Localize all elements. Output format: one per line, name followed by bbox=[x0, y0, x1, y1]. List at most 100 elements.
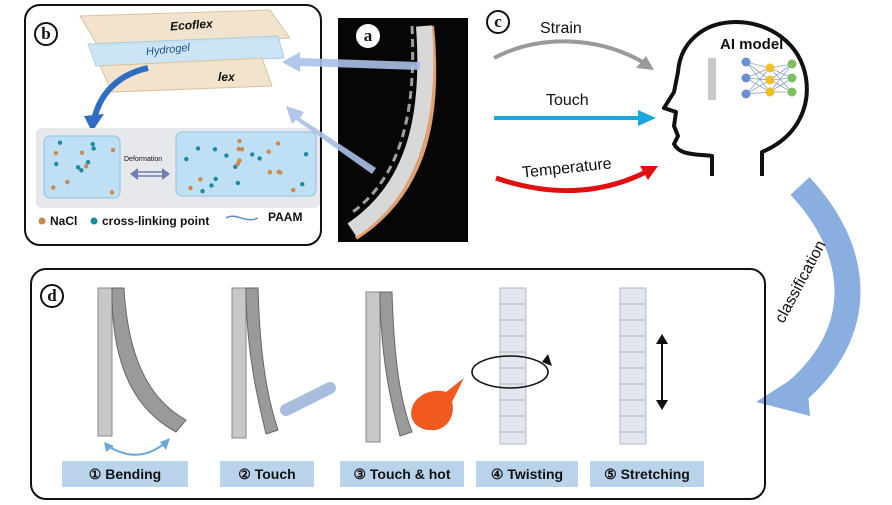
panel-b-label: b bbox=[34, 22, 58, 46]
nn-node bbox=[741, 89, 751, 99]
network-dot bbox=[213, 176, 218, 182]
network-dot bbox=[237, 158, 242, 163]
network-dot bbox=[195, 146, 201, 151]
ecoflex-top-layer bbox=[79, 9, 291, 47]
nn-node bbox=[765, 75, 775, 85]
photo-to-b-arrow-top bbox=[282, 52, 420, 72]
panel-d-label: d bbox=[40, 284, 64, 308]
hydrogel-layer bbox=[87, 35, 285, 67]
network-dot bbox=[303, 152, 309, 157]
state-tag-touch-hot: ③ Touch & hot bbox=[340, 461, 464, 487]
network-dots bbox=[51, 138, 309, 195]
zoom-arrow-head bbox=[84, 114, 104, 132]
state-tag-twisting: ④ Twisting bbox=[476, 461, 578, 487]
network-dot bbox=[236, 146, 241, 152]
network-dot bbox=[250, 152, 255, 157]
state-tag-bending: ① Bending bbox=[62, 461, 188, 487]
network-dot bbox=[54, 161, 59, 167]
touch-device bbox=[231, 287, 336, 439]
bending-device bbox=[97, 287, 187, 456]
panel-a-label: a bbox=[356, 24, 380, 48]
nn-node bbox=[741, 73, 751, 83]
network-dot bbox=[198, 177, 203, 182]
paam-legend-line bbox=[225, 215, 259, 221]
network-dot bbox=[233, 164, 238, 169]
network-dot bbox=[209, 183, 214, 188]
network-dot bbox=[291, 188, 296, 193]
nn-input-block bbox=[708, 58, 716, 100]
legend-nacl-label: NaCl bbox=[50, 214, 78, 228]
network-dot bbox=[110, 148, 116, 153]
network-dot bbox=[257, 156, 262, 161]
head-silhouette bbox=[662, 20, 809, 176]
panel-c-label: c bbox=[486, 10, 510, 34]
network-dot bbox=[51, 185, 56, 190]
network-dot bbox=[267, 170, 273, 175]
device-strip-body bbox=[347, 25, 434, 237]
network-dot bbox=[79, 150, 85, 155]
device-strip-outer bbox=[354, 25, 437, 240]
layer-label-bottom: lex bbox=[218, 70, 235, 84]
strain-arrow bbox=[493, 39, 648, 66]
network-dot bbox=[53, 151, 59, 156]
network-dot bbox=[83, 164, 89, 169]
legend-paam-label: PAAM bbox=[268, 210, 303, 224]
network-dot bbox=[79, 168, 84, 173]
crosslink-legend-dot bbox=[90, 217, 98, 225]
touch-label: Touch bbox=[546, 92, 589, 109]
nn-node bbox=[765, 87, 775, 97]
classification-arrow-head bbox=[756, 370, 810, 416]
touch-hot-device bbox=[365, 291, 464, 443]
nn-node bbox=[741, 57, 751, 67]
state-tag-stretching: ⑤ Stretching bbox=[590, 461, 704, 487]
panel-d-frame bbox=[30, 268, 766, 500]
network-dot bbox=[184, 156, 189, 162]
network-box-right bbox=[175, 131, 317, 197]
panel-b-frame bbox=[24, 4, 322, 246]
network-dot bbox=[109, 190, 115, 195]
bend-motion-arrow bbox=[107, 441, 167, 456]
network-dot bbox=[65, 180, 70, 185]
network-box-left bbox=[43, 135, 121, 199]
network-dot bbox=[85, 160, 91, 165]
legend-crosslink-label: cross-linking point bbox=[102, 214, 210, 228]
touch-probe bbox=[280, 382, 336, 416]
network-dot bbox=[91, 146, 96, 151]
nn-node bbox=[787, 59, 797, 69]
nn-node bbox=[787, 87, 797, 97]
network-dot bbox=[75, 165, 81, 170]
zoom-arrow bbox=[91, 65, 149, 121]
network-dot bbox=[276, 169, 281, 175]
deformation-label: Deformation bbox=[124, 156, 163, 163]
twist-arrow bbox=[471, 355, 549, 389]
heat-source bbox=[411, 378, 464, 431]
strain-label: Strain bbox=[540, 20, 582, 37]
network-dot bbox=[300, 182, 305, 187]
state-tag-touch: ② Touch bbox=[220, 461, 314, 487]
network-dot bbox=[212, 147, 218, 152]
photo-to-b-arrow-bottom bbox=[286, 106, 376, 174]
network-dot bbox=[200, 189, 205, 194]
device-strip-inner bbox=[349, 25, 415, 216]
twisting-device bbox=[471, 287, 552, 445]
nn-node bbox=[765, 63, 775, 73]
temperature-arrow bbox=[495, 169, 648, 194]
network-dot bbox=[188, 185, 193, 191]
network-dot bbox=[266, 149, 271, 154]
ai-model-label: AI model bbox=[720, 36, 784, 53]
stretching-device bbox=[619, 287, 668, 445]
network-dot bbox=[57, 140, 63, 145]
classification-arrow bbox=[787, 177, 861, 402]
nacl-legend-dot bbox=[38, 217, 46, 225]
network-dot bbox=[235, 180, 241, 186]
network-dot bbox=[224, 153, 229, 158]
nn-node bbox=[787, 73, 797, 83]
network-dot bbox=[90, 141, 95, 147]
network-dot bbox=[275, 141, 281, 146]
network-dot bbox=[237, 138, 242, 144]
network-dot bbox=[239, 147, 245, 152]
